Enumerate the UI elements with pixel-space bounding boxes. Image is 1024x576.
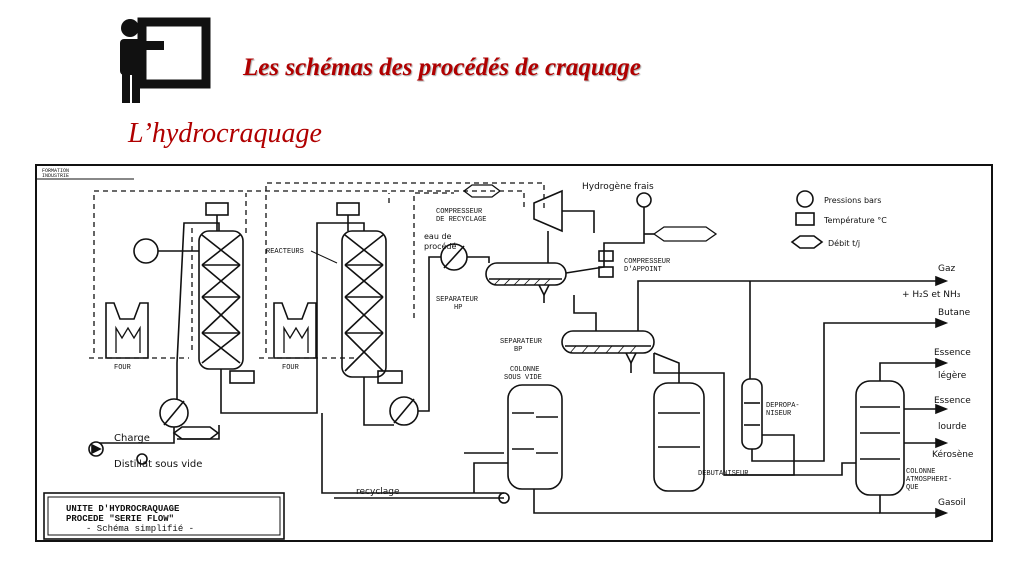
page-subtitle: L’hydrocraquage (128, 118, 322, 149)
hp-separator (485, 262, 567, 303)
legend-flow: Débit t/j (828, 238, 860, 248)
output-light-gasoline-2: légère (938, 370, 967, 381)
hydrogen-label: Hydrogène frais (582, 181, 654, 192)
output-gas-sub: + H₂S et NH₃ (902, 290, 961, 300)
furnace-1: FOUR (105, 302, 149, 372)
bp-separator-label-1: SEPARATEUR (500, 338, 543, 346)
recycle-compressor-label-1: COMPRESSEUR (436, 208, 483, 216)
reactor-1 (198, 202, 244, 370)
makeup-compressor-label-2: D'APPOINT (624, 266, 662, 274)
vacuum-column-label-2: SOUS VIDE (504, 374, 542, 382)
reactor-2 (336, 202, 387, 378)
debutanizer-column (653, 382, 705, 492)
feed-label: Distillat sous vide (114, 459, 202, 470)
reactors-label: REACTEURS (266, 248, 304, 256)
vacuum-column (507, 384, 563, 490)
recycle-compressor-label-2: DE RECYCLAGE (436, 216, 486, 224)
title-block-line-3: - Schéma simplifié - (86, 524, 194, 534)
presenter-board-icon (112, 14, 212, 106)
output-heavy-gasoline-2: lourde (938, 422, 967, 432)
recycle-compressor (533, 189, 563, 263)
output-gas: Gaz (938, 264, 955, 274)
makeup-compressor-label-1: COMPRESSEUR (624, 258, 671, 266)
atm-column-label-1: COLONNE (906, 468, 935, 476)
depropanizer-label-1: DEPROPA- (766, 402, 800, 410)
output-light-gasoline-1: Essence (934, 348, 971, 358)
corner-label-1: FORMATION (42, 168, 69, 174)
process-water-label-2: procédé (424, 241, 456, 251)
output-butane: Butane (938, 308, 971, 318)
process-flow-diagram: FORMATION INDUSTRIE REACTEURS (34, 163, 994, 543)
charge-label: Charge (114, 433, 150, 444)
hp-separator-label-2: HP (454, 304, 462, 312)
corner-label-2: INDUSTRIE (42, 173, 69, 179)
furnace-2: FOUR (273, 302, 317, 372)
furnace-2-label: FOUR (282, 364, 300, 372)
output-heavy-gasoline-1: Essence (934, 396, 971, 406)
page-title: Les schémas des procédés de craquage (243, 54, 641, 81)
atm-column-label-3: QUE (906, 484, 919, 492)
process-water-label-1: eau de (424, 232, 452, 241)
bp-separator (561, 330, 655, 373)
title-block-line-2: PROCEDE "SERIE FLOW" (66, 514, 174, 524)
output-gasoil: Gasoil (938, 498, 966, 508)
recycle-label: recyclage (356, 487, 400, 497)
furnace-1-label: FOUR (114, 364, 132, 372)
hp-separator-label-1: SEPARATEUR (436, 296, 479, 304)
bp-separator-label-2: BP (514, 346, 522, 354)
vacuum-column-label-1: COLONNE (510, 366, 539, 374)
legend-temperature: Température °C (823, 215, 887, 225)
atmospheric-column (855, 380, 905, 496)
title-block: UNITE D'HYDROCRAQUAGE PROCEDE "SERIE FLO… (43, 492, 285, 540)
title-block-line-1: UNITE D'HYDROCRAQUAGE (66, 504, 180, 514)
output-arrows (935, 275, 949, 519)
depropanizer-column (741, 378, 763, 450)
depropanizer-label-2: NISEUR (766, 410, 792, 418)
output-kerosene: Kérosène (932, 449, 974, 460)
atm-column-label-2: ATMOSPHERI- (906, 476, 952, 484)
legend-pressure: Pressions bars (824, 196, 881, 205)
